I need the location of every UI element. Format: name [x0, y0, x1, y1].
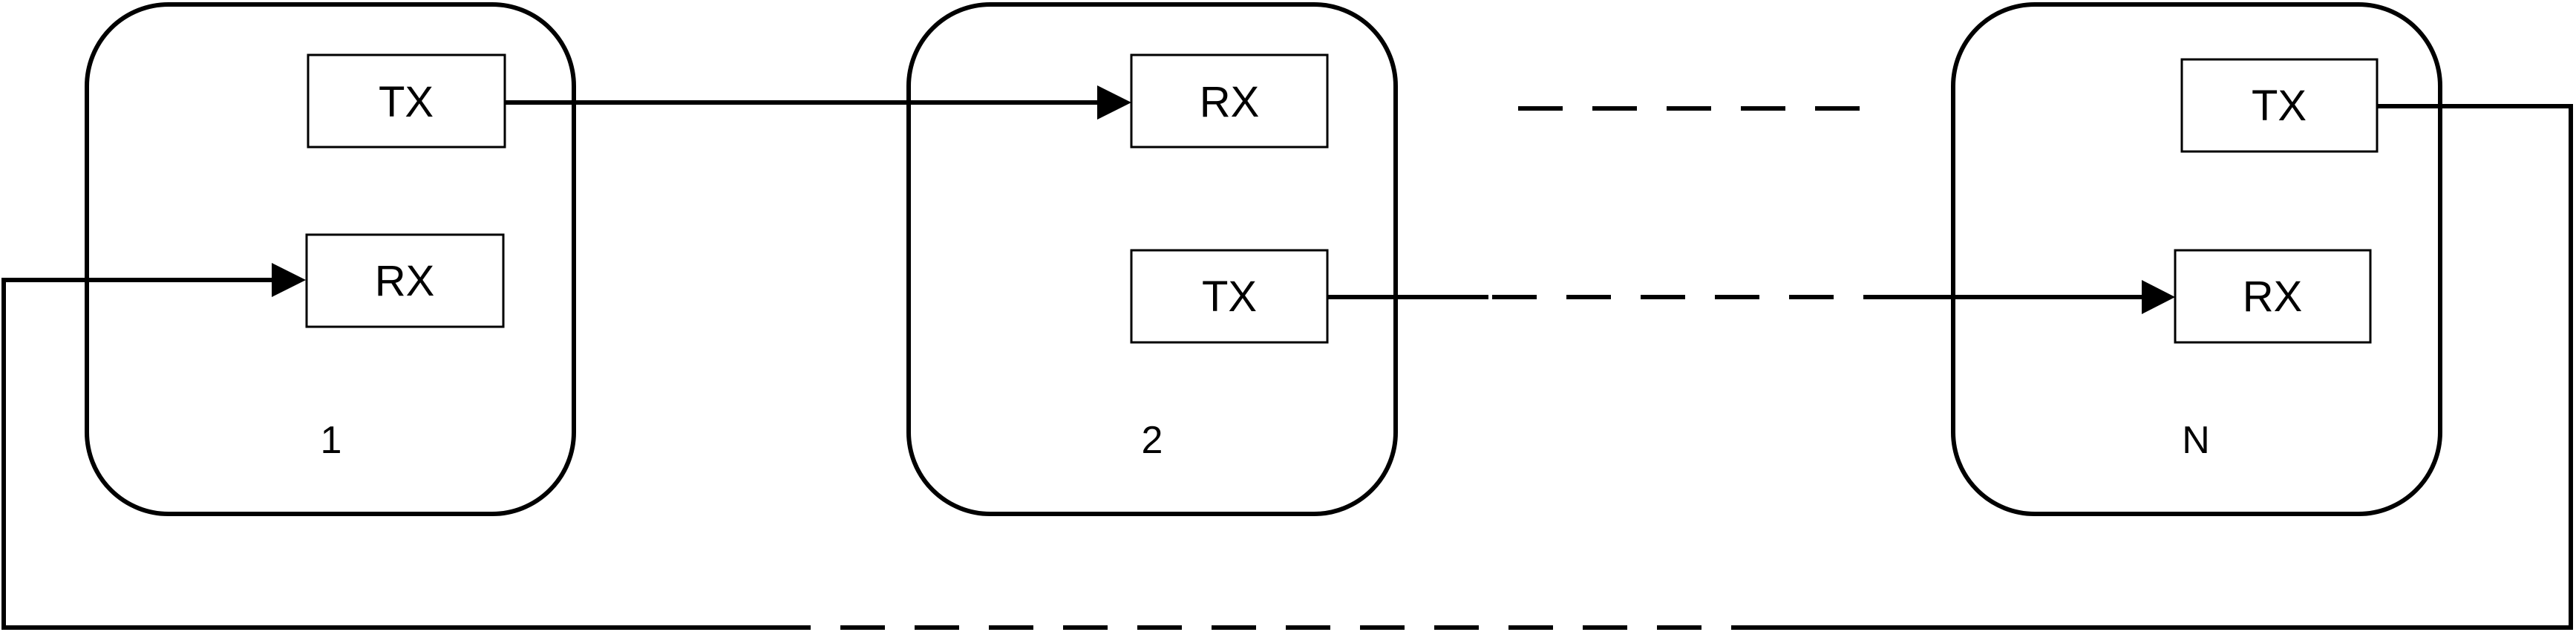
node-1-rx-port: RX	[305, 233, 505, 328]
return-link-right	[1776, 104, 2573, 630]
node-n-rx-port: RX	[2174, 249, 2372, 344]
node-n	[1951, 2, 2442, 516]
port-label: RX	[1200, 78, 1260, 126]
node-2	[906, 2, 1398, 516]
node-n-tx-port: TX	[2180, 58, 2379, 153]
port-label: TX	[2252, 82, 2307, 130]
port-label: RX	[375, 257, 435, 305]
node-2-rx-port: RX	[1130, 53, 1329, 149]
node-2-tx-port: TX	[1130, 249, 1329, 344]
node-1	[85, 2, 576, 516]
return-link-left	[1, 278, 809, 630]
arrowhead-to-1	[272, 263, 306, 297]
port-label: TX	[1202, 273, 1257, 321]
arrowhead-to-n	[2142, 280, 2175, 314]
port-label: RX	[2243, 273, 2303, 321]
node-1-tx-port: TX	[307, 53, 506, 149]
node-2-label: 2	[1142, 419, 1163, 462]
node-n-label: N	[2182, 419, 2210, 462]
node-1-label: 1	[321, 419, 342, 462]
port-label: TX	[379, 78, 434, 126]
arrowhead-1-to-2	[1097, 85, 1131, 120]
